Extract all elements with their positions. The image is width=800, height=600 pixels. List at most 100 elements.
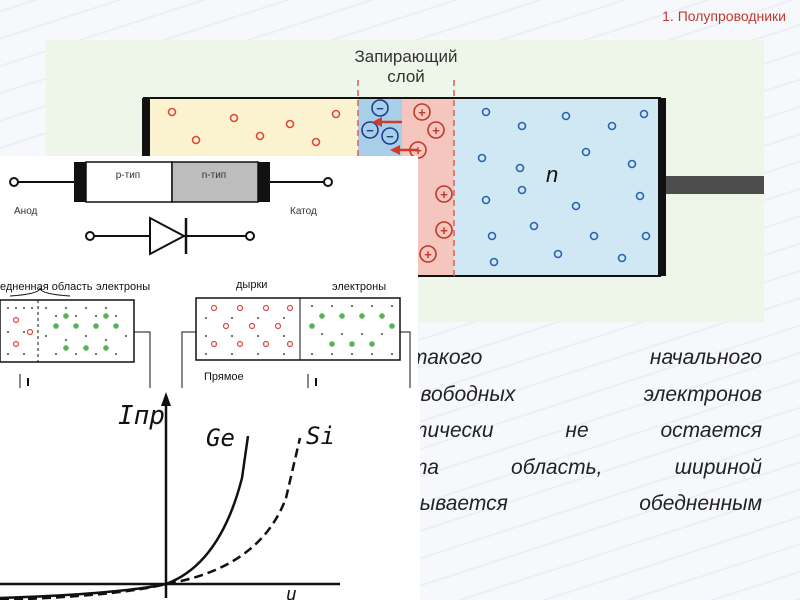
negative-ion <box>381 127 399 145</box>
lattice-electron <box>103 313 109 319</box>
lattice-dot <box>7 331 9 333</box>
symbol-terminal-left <box>85 231 95 241</box>
iv-graph-panel: Iпр Ge Si u <box>0 388 420 600</box>
ge-curve <box>0 435 250 600</box>
holes-label: дырки <box>236 279 267 291</box>
electron <box>515 163 525 173</box>
lattice-dot <box>105 307 107 309</box>
lattice-hole <box>236 304 244 312</box>
lattice-right-dots <box>205 305 393 355</box>
lattice-dot <box>95 353 97 355</box>
electrons-label-right: электроны <box>332 281 386 293</box>
electron <box>477 153 487 163</box>
body-text-line-3: тически не остается <box>410 419 762 442</box>
lattice-dot <box>85 307 87 309</box>
electron <box>627 159 637 169</box>
lattice-dot <box>351 353 353 355</box>
lattice-dot <box>75 353 77 355</box>
electron <box>641 231 651 241</box>
positive-ion <box>419 245 437 263</box>
electron <box>571 201 581 211</box>
n-region <box>454 98 660 276</box>
negative-ions: − − − <box>361 99 399 145</box>
lattice-right-electrons <box>309 313 395 347</box>
junction-label-line2: слой <box>387 67 425 86</box>
lattice-dot <box>95 315 97 317</box>
body-text-line-2: свободных электронов <box>410 382 762 406</box>
body-text: такого начального свободных электронов т… <box>410 340 762 523</box>
lattice-dot <box>23 331 25 333</box>
lattice-dot <box>391 305 393 307</box>
body-text-line-5: зывается обедненным <box>410 492 762 515</box>
n-type-body <box>171 161 259 203</box>
lattice-dot <box>331 305 333 307</box>
lattice-electron <box>329 341 335 347</box>
electron <box>517 121 527 131</box>
slide-title: 1. Полупроводники <box>662 8 786 24</box>
positive-ion <box>413 103 431 121</box>
field-arrow-head <box>390 145 400 155</box>
positive-ion <box>435 185 453 203</box>
lattice-hole <box>274 322 282 330</box>
body-text-line-4: та область, шириной <box>410 455 762 479</box>
negative-ion-sign: − <box>376 101 384 116</box>
p-type-label: p-тип <box>116 170 140 181</box>
lattice-dot <box>331 353 333 355</box>
electrons-label-left: электроны <box>96 281 150 293</box>
lattice-dot <box>231 353 233 355</box>
lattice-dot <box>65 339 67 341</box>
hole <box>229 113 239 123</box>
lattice-dot <box>257 353 259 355</box>
anode-cap <box>74 162 86 202</box>
lattice-dot <box>115 353 117 355</box>
negative-ion-sign: − <box>366 123 374 138</box>
right-contact <box>658 98 666 276</box>
lattice-dot <box>31 307 33 309</box>
electron <box>553 249 563 259</box>
electron <box>529 221 539 231</box>
lattice-electron <box>379 313 385 319</box>
electron <box>617 253 627 263</box>
lattice-dot <box>205 353 207 355</box>
cathode-terminal <box>323 177 333 187</box>
lattice-hole <box>210 340 218 348</box>
lattice-dot <box>7 353 9 355</box>
lattice-electron <box>339 313 345 319</box>
lattice-dot <box>283 353 285 355</box>
electron <box>481 107 491 117</box>
lattice-electron <box>309 323 315 329</box>
lattice-dot <box>15 307 17 309</box>
positive-ion <box>435 221 453 239</box>
lattice-electron <box>369 341 375 347</box>
lattice-dot <box>231 335 233 337</box>
lattice-dot <box>23 307 25 309</box>
electron <box>581 147 591 157</box>
lattice-hole <box>12 316 20 324</box>
electron <box>589 231 599 241</box>
lattice-electron <box>103 345 109 351</box>
lattice-dot <box>341 333 343 335</box>
lattice-hole <box>248 322 256 330</box>
lattice-dot <box>351 305 353 307</box>
si-curve-label: Si <box>306 422 335 450</box>
lattice-dot <box>321 333 323 335</box>
negative-ion-sign: − <box>386 129 394 144</box>
depleted-region-label: едненная область <box>0 281 93 293</box>
lattice-right-holes <box>210 304 294 348</box>
junction-label-line1: Запирающий <box>354 47 457 66</box>
lattice-dot <box>115 315 117 317</box>
lattice-dot <box>391 353 393 355</box>
lattice-left-block <box>0 299 135 363</box>
left-circuit-wire <box>134 331 151 388</box>
positive-ion-sign: + <box>432 123 440 138</box>
lattice-dot <box>45 335 47 337</box>
lattice-hole <box>262 340 270 348</box>
lattice-dot <box>371 353 373 355</box>
iv-graph: Iпр Ge Si u <box>0 392 340 600</box>
lattice-dot <box>283 317 285 319</box>
lattice-dot <box>231 317 233 319</box>
lattice-hole <box>262 304 270 312</box>
forward-bias-label: Прямое <box>204 371 244 383</box>
lattice-dot <box>105 339 107 341</box>
diode-lattice-panel: p-тип n-тип Анод Катод едненная область … <box>0 156 418 388</box>
